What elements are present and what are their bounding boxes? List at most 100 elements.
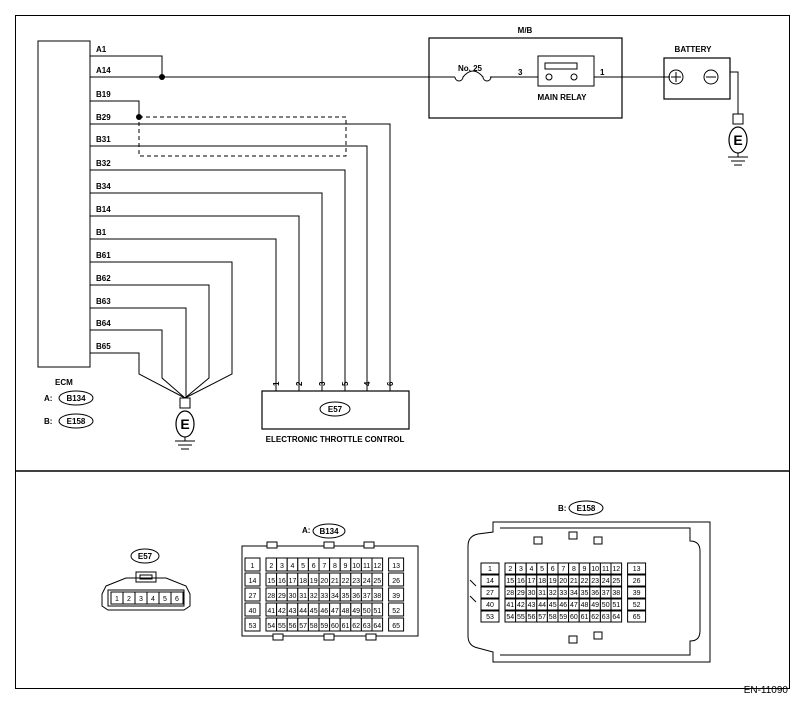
b134-pin-cell [388, 572, 405, 587]
b134-pin-label: 34 [331, 593, 339, 600]
b134-pin-label: 42 [278, 608, 286, 615]
b134-pin-cell [388, 557, 405, 572]
e158-pin-label: 55 [517, 614, 525, 621]
ecm-pin-label: B1 [96, 228, 107, 237]
e158-pin-label: 30 [528, 590, 536, 597]
b134-pin-label: 54 [267, 623, 275, 630]
relay-pin-left: 3 [518, 68, 523, 77]
e158-pin-label: 3 [519, 566, 523, 573]
b134-tabs [266, 541, 377, 641]
e158-pin-label: 19 [549, 578, 557, 585]
e158-pin-label: 36 [591, 590, 599, 597]
ecm-pin-label: B62 [96, 274, 111, 283]
b134-pin-label: 26 [392, 578, 400, 585]
ecm-pin-label: B31 [96, 135, 111, 144]
ecm-connector-b-oval [58, 413, 94, 429]
battery-box [663, 57, 731, 100]
e158-pin-label: 41 [506, 602, 514, 609]
b134-pin-cell [244, 572, 261, 587]
e158-pin-label: 23 [591, 578, 599, 585]
ecm-ground-wires [90, 261, 233, 399]
e158-pin-label: 38 [612, 590, 620, 597]
ecm-pin-label: B63 [96, 297, 111, 306]
b134-pin-label: 52 [392, 608, 400, 615]
b134-pin-cell [388, 587, 405, 602]
battery-minus-icon [703, 69, 719, 85]
e158-pin-cell [627, 586, 647, 599]
ecm-connector-a-label: B134 [66, 394, 86, 403]
relay-pin-right: 1 [600, 68, 605, 77]
b134-prefix: A: [302, 526, 310, 535]
relay-contact-right-icon [570, 73, 578, 81]
e158-pin-label: 14 [486, 578, 494, 585]
ecm-connector-b-prefix: B: [44, 417, 52, 426]
b134-pin-label: 48 [342, 608, 350, 615]
b134-pin-label: 24 [363, 578, 371, 585]
b134-pin-cell [244, 557, 261, 572]
b134-pin-label: 18 [299, 578, 307, 585]
ecm-pin-label: B14 [96, 205, 111, 214]
e158-pin-label: 4 [530, 566, 534, 573]
b134-pin-label: 44 [299, 608, 307, 615]
e158-pin-cell [480, 574, 500, 587]
e158-pin-label: 50 [602, 602, 610, 609]
e57-pin-frame [107, 589, 185, 607]
b134-pin-label: 43 [289, 608, 297, 615]
b134-pin-label: 8 [333, 563, 337, 570]
e158-pin-label: 25 [612, 578, 620, 585]
b134-pin-cell [388, 617, 405, 632]
b134-pin-label: 20 [320, 578, 328, 585]
b134-pin-label: 40 [249, 608, 257, 615]
e158-pin-label: 48 [581, 602, 589, 609]
b134-pin-label: 13 [392, 563, 400, 570]
b134-pin-cell [371, 587, 384, 602]
e158-pin-cell [610, 598, 623, 611]
main-relay-box [537, 55, 595, 87]
e158-pin-label: 42 [517, 602, 525, 609]
b134-pin-label: 57 [299, 623, 307, 630]
b134-pin-cell [371, 602, 384, 617]
mb-box [428, 37, 623, 119]
e57-pin-label: 4 [151, 596, 155, 603]
b134-pin-label: 64 [373, 623, 381, 630]
e158-pin-cell [627, 610, 647, 623]
e158-pin-label: 46 [559, 602, 567, 609]
e158-pin-label: 49 [591, 602, 599, 609]
b134-pin-label: 65 [392, 623, 400, 630]
e158-housing [467, 521, 711, 663]
b134-pin-cell [244, 587, 261, 602]
e57-oval [130, 548, 160, 564]
b134-pin-label: 6 [312, 563, 316, 570]
b134-pin-label: 25 [373, 578, 381, 585]
e158-pin-label: 26 [633, 578, 641, 585]
e158-oval [568, 500, 604, 516]
b134-pin-label: 5 [301, 563, 305, 570]
e158-pin-label: 53 [486, 614, 494, 621]
e158-pin-cell [480, 562, 500, 575]
b134-pin-label: 47 [331, 608, 339, 615]
e158-label: E158 [577, 504, 596, 513]
ecm-pin-label: B65 [96, 342, 111, 351]
e158-pin-label: 57 [538, 614, 546, 621]
e158-pin-label: 2 [508, 566, 512, 573]
ecm-pin-label: B64 [96, 319, 111, 328]
e57-latch-inner-icon [139, 574, 153, 580]
b134-pin-cell [388, 602, 405, 617]
b134-pin-cell [244, 602, 261, 617]
e158-pin-cell [610, 586, 623, 599]
e158-pin-label: 28 [506, 590, 514, 597]
e158-pin-label: 12 [612, 566, 620, 573]
relay-contact-left-icon [545, 73, 553, 81]
b134-pin-label: 4 [291, 563, 295, 570]
e158-pin-cell [480, 586, 500, 599]
ecm-ground-label: E [180, 416, 189, 432]
b134-pin-label: 22 [342, 578, 350, 585]
b134-pin-label: 30 [289, 593, 297, 600]
b134-pin-label: 51 [373, 608, 381, 615]
e158-pin-label: 60 [570, 614, 578, 621]
e57-pin-label: 1 [115, 596, 119, 603]
